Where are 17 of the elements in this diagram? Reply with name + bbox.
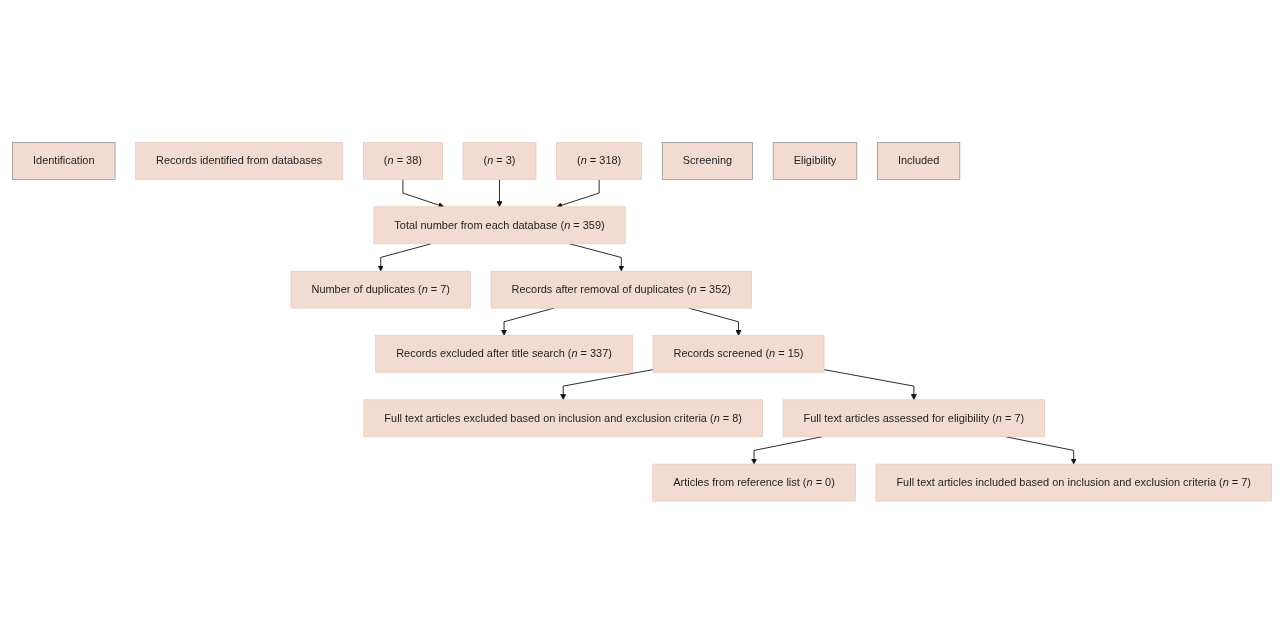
node-box: Full text articles excluded based on inclusion and exclusion criteria (n = 8) [363,399,763,438]
node-box: (n = 38) [362,142,443,180]
node-box: Records screened (n = 15) [652,335,824,373]
node-box: Full text articles assessed for eligibility (n = 7) [782,399,1045,438]
node-box: Records identified from databases [134,142,343,180]
node-box: (n = 3) [462,142,536,180]
node-box: Records after removal of duplicates (n = 352) [490,271,752,309]
node-box: Articles from reference list (n = 0) [651,464,856,502]
node-box: (n = 318) [555,142,642,180]
node-box: Eligibility [772,142,857,180]
node-box: Total number from each database (n = 359) [372,206,625,245]
node-box: Number of duplicates (n = 7) [290,271,471,309]
node-box: Identification [11,142,115,180]
node-box: Screening [661,142,753,180]
node-box: Records excluded after title search (n = 337) [374,335,633,373]
node-box: Full text articles included based on inclusion and exclusion criteria (n = 7) [875,464,1272,502]
node-box: Included [876,142,960,180]
